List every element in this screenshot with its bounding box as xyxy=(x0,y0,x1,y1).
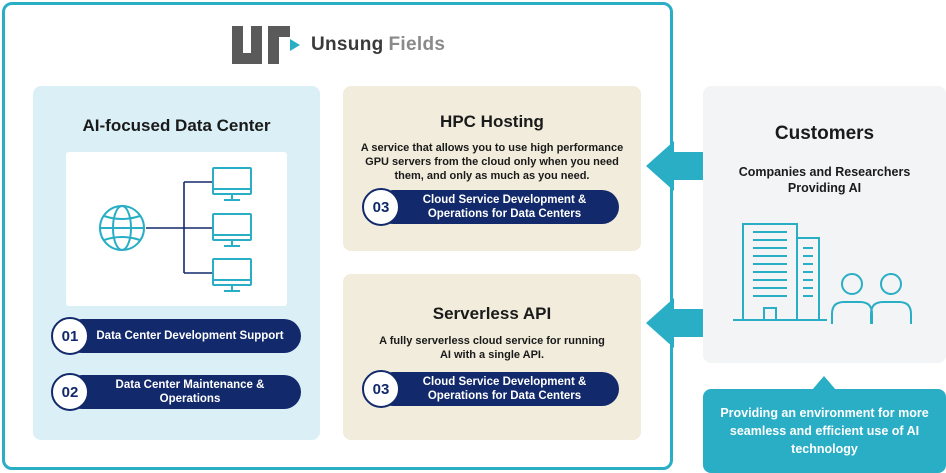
serverless-api-title: Serverless API xyxy=(432,304,552,323)
building-icon xyxy=(733,223,827,321)
arrow-left-icon xyxy=(646,141,704,191)
datacenter-item-1-label: Data Center Development Support xyxy=(65,319,301,353)
serverless-api-panel: Serverless API A fully serverless cloud … xyxy=(343,274,641,440)
callout-pointer xyxy=(812,376,836,390)
environment-callout: Providing an environment for more seamle… xyxy=(703,389,946,473)
hpc-hosting-description: A service that allows you to use high pe… xyxy=(360,142,624,182)
monitor-icon xyxy=(212,213,252,247)
serverless-api-tag-label: Cloud Service Development & Operations f… xyxy=(376,372,619,406)
globe-icon xyxy=(99,205,145,251)
brand-word-1: Unsung xyxy=(311,34,384,55)
hpc-hosting-title: HPC Hosting xyxy=(440,112,544,131)
monitor-icon xyxy=(212,258,252,292)
customers-title: Customers xyxy=(774,123,875,144)
datacenter-item-1-number: 01 xyxy=(51,317,89,355)
datacenter-illustration xyxy=(66,152,287,306)
arrow-left-icon xyxy=(646,298,704,348)
datacenter-item-1: Data Center Development Support 01 xyxy=(51,317,301,355)
customers-subtitle: Companies and Researchers Providing AI xyxy=(738,165,911,195)
datacenter-item-2: Data Center Maintenance & Operations 02 xyxy=(51,373,301,411)
datacenter-item-2-label: Data Center Maintenance & Operations xyxy=(65,375,301,409)
hpc-hosting-tag-label: Cloud Service Development & Operations f… xyxy=(376,190,619,224)
datacenter-title: AI-focused Data Center xyxy=(82,116,271,135)
hpc-hosting-tag: Cloud Service Development & Operations f… xyxy=(362,188,619,226)
monitor-icon xyxy=(212,167,252,201)
serverless-api-description: A fully serverless cloud service for run… xyxy=(379,335,605,361)
brand-word-2: Fields xyxy=(388,34,446,55)
hpc-hosting-panel: HPC Hosting A service that allows you to… xyxy=(343,86,641,251)
people-icon xyxy=(831,273,912,324)
datacenter-item-2-number: 02 xyxy=(51,373,89,411)
unsung-fields-logo-mark xyxy=(232,26,300,64)
serverless-api-tag-number: 03 xyxy=(362,370,400,408)
customers-panel: Customers Companies and Researchers Prov… xyxy=(703,86,946,363)
serverless-api-tag: Cloud Service Development & Operations f… xyxy=(362,370,619,408)
hpc-hosting-tag-number: 03 xyxy=(362,188,400,226)
